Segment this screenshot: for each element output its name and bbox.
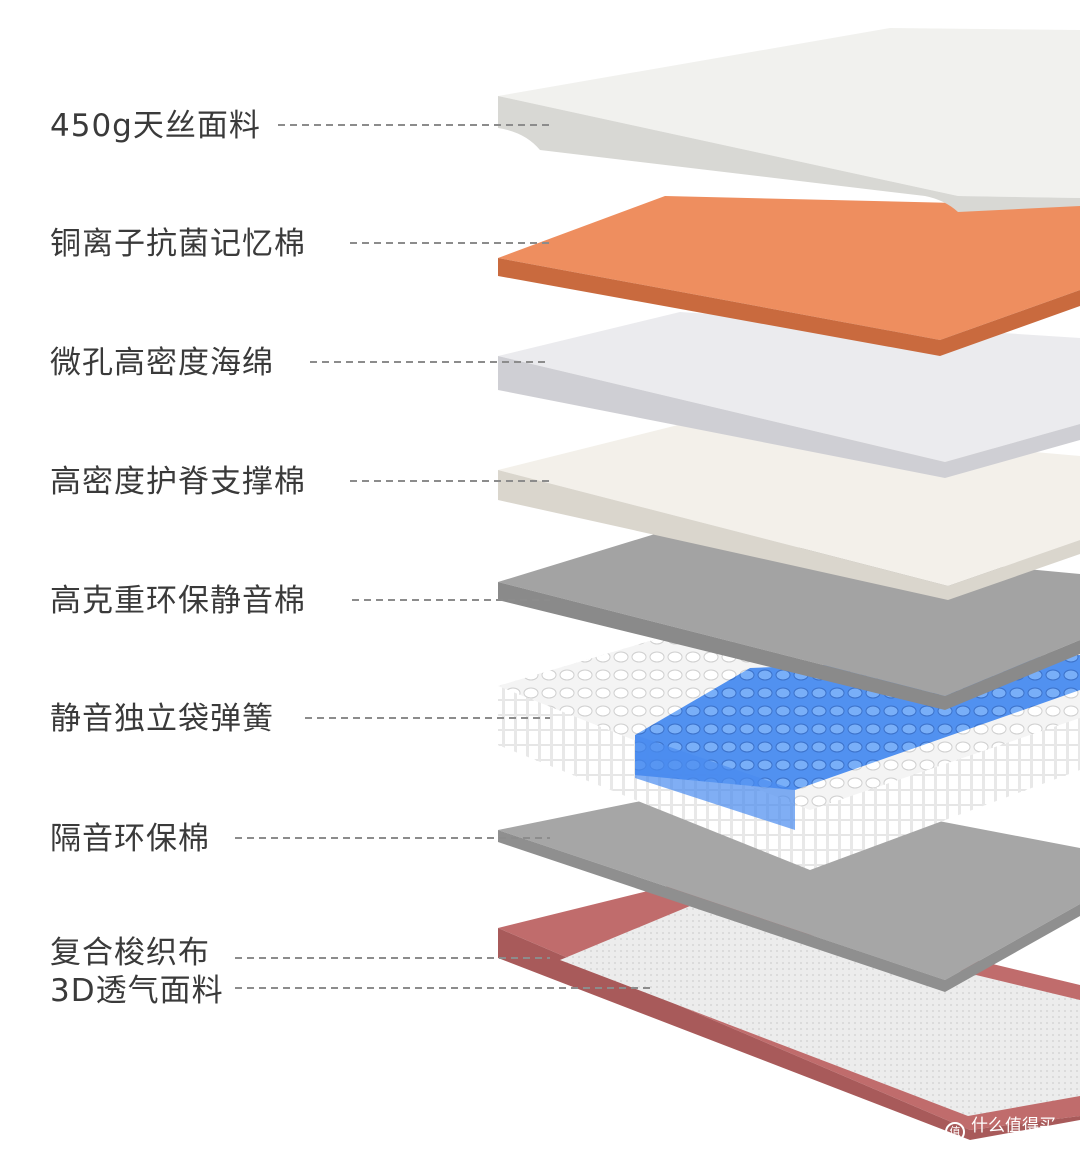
label-silent-cotton: 高克重环保静音棉: [50, 583, 306, 619]
label-tencel-fabric: 450g天丝面料: [50, 108, 261, 144]
label-high-density-sponge: 微孔高密度海绵: [50, 345, 274, 381]
layer-tencel-fabric: [498, 28, 1080, 212]
label-memory-foam: 铜离子抗菌记忆棉: [50, 226, 306, 262]
smzdm-logo-icon: 值: [945, 1122, 965, 1142]
watermark: 值什么值得买: [945, 1111, 1056, 1142]
label-sound-insulation-cotton: 隔音环保棉: [50, 821, 210, 857]
label-spine-support-cotton: 高密度护脊支撑棉: [50, 464, 306, 500]
watermark-text: 什么值得买: [971, 1116, 1056, 1136]
label-woven-fabric: 复合梭织布 3D透气面料: [50, 934, 224, 1010]
label-pocket-springs: 静音独立袋弹簧: [50, 701, 274, 737]
